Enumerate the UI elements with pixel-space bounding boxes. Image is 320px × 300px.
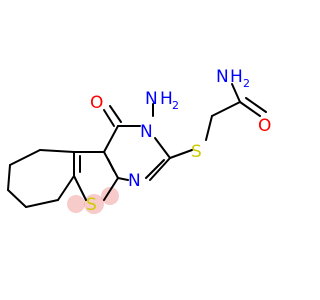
bond [57,175,75,201]
bond [231,83,241,103]
bond [149,157,171,181]
bond [107,158,115,172]
bond [39,149,75,153]
bond [103,177,119,201]
atom-n3: N [140,122,153,142]
bond [145,159,165,179]
bond [154,137,171,159]
atom-n-amino-h: H [160,89,173,109]
bond [103,109,115,127]
atom-n-amide-h: H [230,67,243,87]
bond [7,164,11,191]
atom-s-thioether: S [191,142,202,162]
bond [211,101,241,117]
structure-canvas: O N H 2 N N S S N H 2 O [7,67,271,215]
bond [169,149,193,159]
bond [73,175,87,201]
aromatic-highlight [67,187,119,214]
bond [205,115,213,141]
bond [103,125,119,153]
atom-n-amide-sub: 2 [243,77,250,90]
bond [9,149,41,166]
bond [7,189,27,208]
bond [117,177,129,181]
highlight-c7a [67,195,85,213]
atom-o-amide: O [258,116,271,136]
bond [245,97,267,113]
atom-labels: O N H 2 N N S S N H 2 O [86,67,271,215]
molecule-diagram: O N H 2 N N S S N H 2 O [7,67,271,215]
atom-s-thiophene: S [86,195,97,215]
atom-o-carbonyl: O [90,93,103,113]
highlight-s-thiophene [84,194,104,214]
bond [239,101,261,117]
bonds [7,83,267,208]
atom-n-amide: N [216,67,229,87]
bond [25,199,59,208]
atom-n-amino: N [145,89,158,109]
bond [109,105,122,123]
atom-n1: N [128,171,141,191]
atom-n-amino-sub: 2 [172,99,179,112]
highlight-c8a [101,187,119,205]
